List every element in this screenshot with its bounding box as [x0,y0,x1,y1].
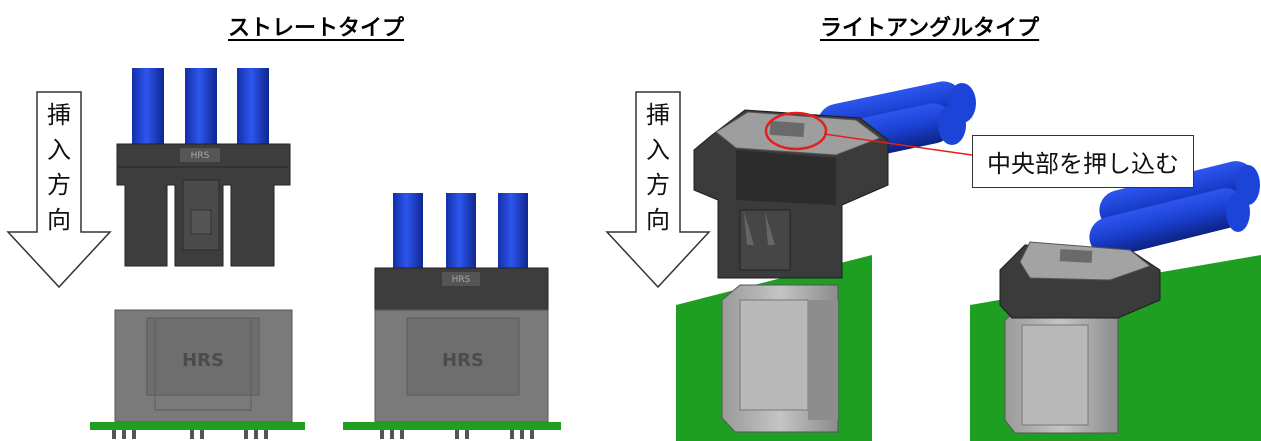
brand-mark: HRS [442,350,484,371]
cable [185,68,217,146]
straight-header-receptacle: HRS [90,309,305,439]
arrow-right-char-4: 向 [646,206,670,234]
right-angle-mated-scene [970,161,1261,441]
arrow-left-char-4: 向 [47,206,71,234]
arrow-right-char-2: 入 [646,136,670,164]
insertion-direction-arrow-left: 挿 入 方 向 [6,91,112,289]
cable [446,193,476,271]
straight-plug-unmated: HRS [116,68,291,267]
right-angle-type-title: ライトアングルタイプ [820,16,1040,41]
arrow-right-char-3: 方 [646,171,670,199]
cable [132,68,164,146]
cable [237,68,269,146]
arrow-left-char-3: 方 [47,171,71,199]
straight-type-title: ストレートタイプ [228,16,405,41]
cable [393,193,423,271]
straight-mated-assembly: HRS HRS [343,193,561,439]
pcb-board [90,422,305,430]
highlight-circle [764,111,828,151]
callout-box: 中央部を押し込む [972,135,1194,188]
pcb-board [343,422,561,430]
brand-mark: HRS [191,151,210,161]
arrow-left-char-2: 入 [47,136,71,164]
arrow-left-char-1: 挿 [47,101,71,129]
right-angle-unmated-scene [676,81,976,441]
brand-mark: HRS [452,275,471,285]
insertion-direction-arrow-right: 挿 入 方 向 [605,91,711,289]
arrow-right-char-1: 挿 [646,101,670,129]
callout-leader-line [823,133,973,156]
cable [498,193,528,271]
brand-mark: HRS [182,350,224,371]
